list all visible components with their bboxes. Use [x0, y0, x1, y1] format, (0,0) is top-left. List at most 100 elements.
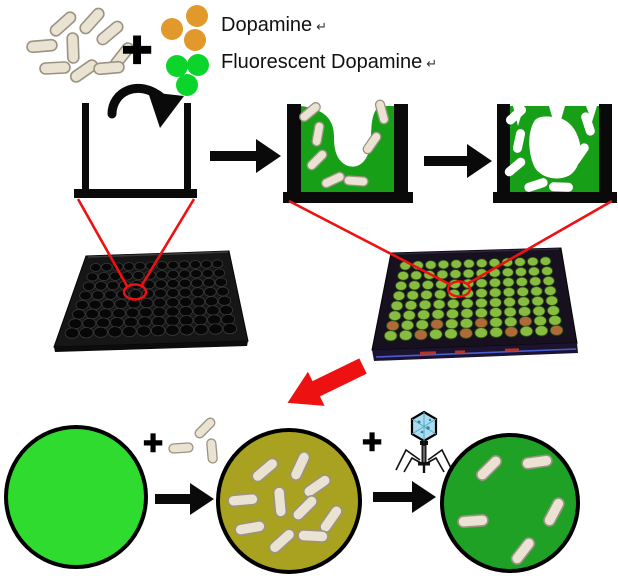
well	[167, 269, 179, 280]
well	[532, 305, 546, 317]
bacterium-icon	[79, 7, 105, 35]
phage-head-speckle	[420, 430, 424, 434]
well-bottom	[493, 192, 617, 203]
bacterium-icon	[362, 131, 382, 155]
well	[178, 269, 191, 279]
bacterium-imprint	[524, 178, 548, 192]
well	[178, 278, 192, 289]
dopamine-label-text: Dopamine	[221, 14, 312, 36]
well	[544, 285, 557, 296]
well	[206, 305, 220, 316]
well	[518, 315, 533, 327]
well	[449, 269, 462, 279]
phage-head-speckle	[428, 418, 432, 422]
bacterium-imprint	[581, 112, 595, 136]
well-coated-with-bacteria	[283, 99, 413, 203]
well	[504, 316, 518, 328]
well-view-quenched	[216, 428, 362, 574]
bacterium-icon	[291, 494, 319, 522]
phage-tail-stripe	[423, 446, 425, 462]
bacterium-icon	[374, 99, 390, 125]
well	[165, 324, 180, 336]
well	[68, 318, 83, 330]
well	[152, 306, 166, 318]
well	[383, 330, 398, 342]
well	[474, 317, 488, 329]
well	[462, 268, 475, 279]
well	[533, 315, 547, 327]
well	[190, 278, 204, 288]
well	[415, 319, 429, 331]
well	[75, 299, 89, 311]
well-imprinted	[493, 104, 617, 203]
well	[408, 280, 421, 291]
well	[64, 327, 80, 339]
phage-head-facets	[411, 412, 437, 441]
bacterium-icon	[234, 520, 266, 536]
well	[218, 295, 232, 306]
phage-leg	[403, 456, 422, 473]
well	[474, 307, 488, 319]
bacterium-imprint	[504, 157, 526, 177]
well	[446, 298, 460, 310]
well	[475, 278, 488, 289]
pour-arrow-icon	[107, 83, 184, 128]
well	[526, 256, 539, 267]
well	[502, 277, 515, 288]
added-bacteria-icon	[168, 417, 218, 464]
bacterium-icon	[194, 417, 216, 439]
well	[193, 323, 209, 336]
well	[444, 328, 458, 340]
well	[503, 296, 516, 308]
well	[388, 310, 402, 322]
well	[541, 266, 553, 276]
step-arrow-2-icon	[424, 144, 492, 178]
well	[460, 308, 474, 319]
well	[104, 289, 117, 300]
phage-baseplate	[418, 462, 430, 466]
well	[123, 316, 138, 328]
bacterium-imprint	[549, 182, 573, 192]
phage-leg	[426, 456, 445, 473]
well	[516, 286, 529, 297]
well	[534, 325, 549, 337]
well	[436, 269, 449, 280]
well	[110, 317, 124, 328]
well	[156, 261, 168, 270]
well-bottom	[283, 192, 413, 203]
well	[216, 286, 230, 297]
well	[528, 266, 540, 277]
plate-edge-marking	[454, 350, 466, 354]
well	[214, 277, 228, 288]
fluorescent-dopamine-dot	[187, 54, 209, 76]
well	[529, 276, 542, 287]
bacteria-cluster	[26, 7, 135, 83]
well	[515, 276, 528, 287]
well	[94, 281, 108, 291]
well	[205, 296, 219, 307]
well	[190, 269, 202, 279]
well	[140, 298, 154, 309]
well	[489, 297, 502, 308]
highlighted-well-circle	[122, 283, 148, 301]
highlighted-well-circle	[446, 280, 472, 298]
well	[154, 279, 168, 289]
callout-left	[76, 198, 196, 301]
bacterium-icon	[311, 121, 325, 147]
well	[155, 270, 168, 280]
well	[86, 272, 99, 282]
plate-edge-marking	[419, 351, 437, 355]
well	[98, 308, 113, 319]
well	[434, 289, 447, 300]
well	[200, 259, 213, 269]
bacterium-icon	[66, 32, 80, 64]
well	[410, 270, 423, 281]
well	[549, 324, 564, 336]
bacterium-icon	[302, 474, 332, 498]
bacterium-icon	[306, 149, 328, 171]
fluorescent-dopamine-label: Fluorescent Dopamine↵	[221, 51, 437, 73]
well	[207, 314, 222, 326]
well	[91, 290, 105, 301]
